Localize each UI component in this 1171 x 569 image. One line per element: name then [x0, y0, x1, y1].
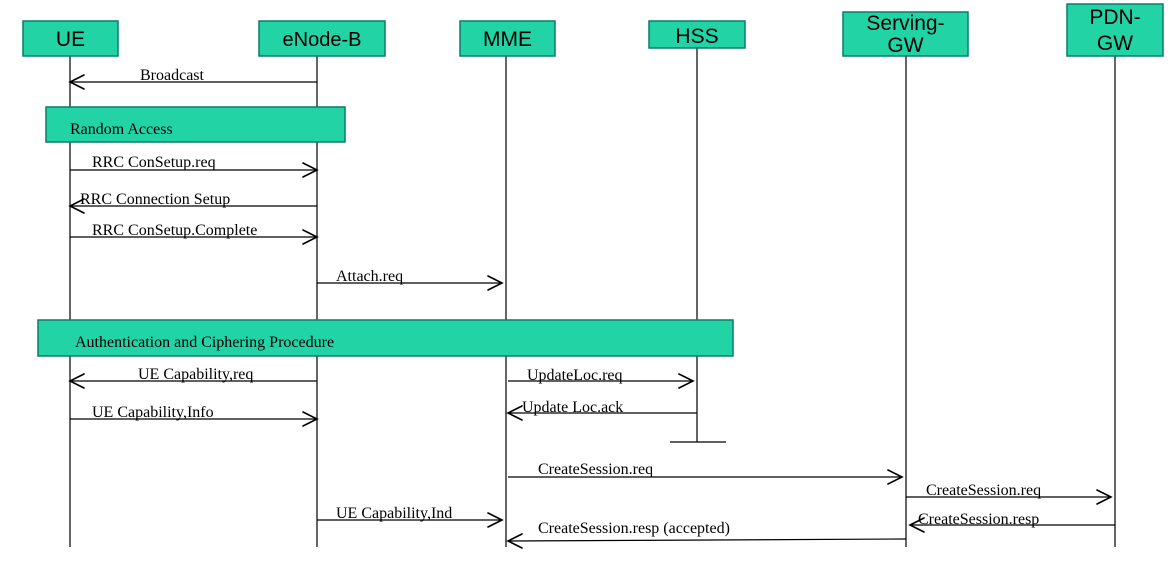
entity-mme: MME	[459, 20, 556, 57]
entity-ue: UE	[22, 20, 119, 57]
entity-hss: HSS	[648, 20, 746, 49]
message-ue-capability-req-label: UE Capability,req	[138, 366, 253, 383]
entity-pgw: PDN- GW	[1066, 3, 1164, 57]
message-update-loc-ack: Update Loc.ack	[506, 399, 697, 421]
entity-hss-label: HSS	[675, 25, 718, 48]
message-layer: Broadcast RRC ConSetup.req RRC Connectio…	[68, 67, 1115, 549]
procedure-random-access: Random Access	[45, 106, 346, 143]
entity-ue-label: UE	[56, 28, 85, 51]
message-broadcast: Broadcast	[68, 67, 317, 90]
entity-enodeb: eNode-B	[258, 20, 386, 57]
entity-mme-label: MME	[483, 28, 532, 51]
message-rrc-consetup-req-label: RRC ConSetup.req	[92, 154, 216, 171]
message-rrc-consetup-complete: RRC ConSetup.Complete	[70, 222, 319, 245]
message-updateloc-req-label: UpdateLoc.req	[527, 367, 623, 384]
entity-pgw-label-line2: GW	[1097, 32, 1133, 55]
message-ue-capability-info: UE Capability,Info	[70, 404, 319, 427]
message-attach-req: Attach.req	[317, 268, 504, 291]
message-rrc-consetup-complete-label: RRC ConSetup.Complete	[92, 222, 257, 239]
procedure-auth-ciphering: Authentication and Ciphering Procedure	[37, 319, 734, 357]
message-ue-capability-ind-label: UE Capability,Ind	[336, 505, 452, 522]
message-createsession-req-mme: CreateSession.req	[508, 461, 904, 485]
entity-sgw: Serving- GW	[842, 11, 969, 57]
message-attach-req-label: Attach.req	[336, 268, 403, 285]
message-ue-capability-ind: UE Capability,Ind	[317, 505, 504, 528]
message-updateloc-req: UpdateLoc.req	[508, 367, 695, 389]
procedure-random-access-label: Random Access	[70, 121, 173, 138]
entity-pgw-label-line1: PDN-	[1089, 6, 1140, 29]
message-ue-capability-info-label: UE Capability,Info	[92, 404, 214, 421]
message-createsession-req-sgw-label: CreateSession.req	[926, 482, 1041, 499]
message-rrc-consetup-req: RRC ConSetup.req	[70, 154, 319, 178]
message-rrc-connection-setup: RRC Connection Setup	[68, 191, 317, 214]
message-createsession-resp-pgw: CreateSession.resp	[908, 511, 1115, 533]
entity-enodeb-label: eNode-B	[283, 29, 362, 51]
procedure-auth-ciphering-label: Authentication and Ciphering Procedure	[75, 334, 334, 351]
message-rrc-connection-setup-label: RRC Connection Setup	[80, 191, 230, 208]
message-update-loc-ack-label: Update Loc.ack	[522, 399, 623, 416]
message-createsession-resp-accepted-label: CreateSession.resp (accepted)	[538, 520, 730, 537]
message-createsession-resp-pgw-label: CreateSession.resp	[918, 511, 1039, 528]
message-createsession-req-sgw: CreateSession.req	[906, 482, 1113, 505]
entity-sgw-label-line2: GW	[887, 34, 923, 57]
message-createsession-req-mme-label: CreateSession.req	[538, 461, 653, 478]
message-createsession-resp-accepted: CreateSession.resp (accepted)	[506, 520, 907, 549]
message-broadcast-label: Broadcast	[140, 67, 205, 84]
message-ue-capability-req: UE Capability,req	[68, 366, 317, 389]
entity-sgw-label-line1: Serving-	[866, 12, 944, 35]
